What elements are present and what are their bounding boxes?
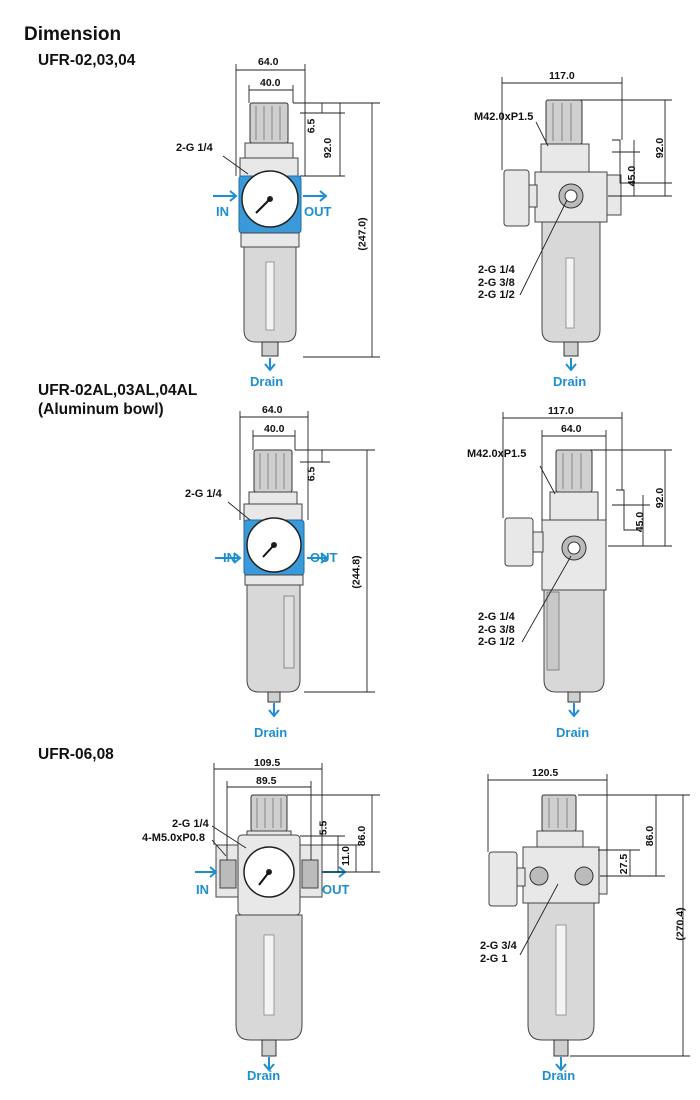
drain-label: Drain	[254, 725, 288, 740]
side-thread-label: M42.0xP1.5	[474, 111, 534, 123]
side-port-1: 2-G 1/4	[478, 611, 515, 623]
side-port-2: 2-G 1	[480, 952, 508, 965]
front-total-height-dim: (247.0)	[356, 217, 369, 251]
front-top-offset-dim: 5.5	[317, 820, 330, 836]
side-width-dim: 117.0	[549, 70, 575, 82]
model-label-3: UFR-06,08	[38, 746, 114, 763]
out-label: OUT	[322, 882, 350, 897]
out-label: OUT	[310, 550, 338, 565]
side-mount-dim: 45.0	[634, 511, 647, 533]
front-inner-width-dim: 40.0	[260, 77, 281, 89]
front-view-2	[215, 411, 375, 718]
drain-label: Drain	[250, 374, 284, 389]
in-label: IN	[216, 204, 229, 219]
side-view-3	[487, 774, 690, 1072]
side-ports-label: 2-G 1/4 2-G 3/8 2-G 1/2	[478, 611, 515, 649]
side-port-3: 2-G 1/2	[478, 289, 515, 301]
side-thread-label: M42.0xP1.5	[467, 448, 527, 460]
page-title: Dimension	[24, 24, 122, 45]
side-mount-dim: 45.0	[626, 165, 639, 187]
drain-label: Drain	[542, 1068, 576, 1083]
side-width-dim: 117.0	[548, 405, 574, 417]
front-top-offset-dim: 6.5	[305, 466, 318, 482]
front-width-dim: 109.5	[254, 757, 281, 769]
side-total-height-dim: (270.4)	[674, 907, 687, 941]
front-port-label: 2-G 1/4	[172, 818, 209, 830]
drain-label: Drain	[556, 725, 590, 740]
front-mid-height-dim: 11.0	[339, 846, 352, 866]
side-inner-width-dim: 64.0	[561, 423, 582, 435]
side-port-1: 2-G 1/4	[478, 264, 515, 276]
in-label: IN	[196, 882, 209, 897]
front-inner-width-dim: 40.0	[264, 423, 285, 435]
front-inner-width-dim: 89.5	[256, 775, 277, 787]
side-port-3: 2-G 1/2	[478, 636, 515, 648]
side-ports-label: 2-G 1/4 2-G 3/8 2-G 1/2	[478, 264, 515, 302]
side-port-2: 2-G 3/8	[478, 623, 515, 636]
front-upper-height-dim: 92.0	[322, 137, 335, 159]
front-top-offset-dim: 6.5	[305, 118, 318, 134]
side-view-2	[502, 412, 672, 718]
model-label-2: UFR-02AL,03AL,04AL	[38, 382, 198, 399]
side-ports-label: 2-G 3/4 2-G 1	[480, 940, 517, 965]
side-port-1: 2-G 3/4	[480, 940, 517, 952]
front-upper-height-dim: 86.0	[356, 825, 369, 847]
model-label-1: UFR-02,03,04	[38, 52, 136, 69]
side-port-2: 2-G 3/8	[478, 276, 515, 289]
side-height-dim: 86.0	[644, 825, 657, 847]
model-sublabel-2: (Aluminum bowl)	[38, 401, 164, 418]
in-label: IN	[223, 550, 236, 565]
front-port-label: 2-G 1/4	[185, 488, 222, 500]
front-total-height-dim: (244.8)	[350, 555, 363, 589]
front-width-dim: 64.0	[258, 56, 279, 68]
side-mount-dim: 27.5	[618, 853, 631, 875]
front-view-1	[213, 64, 380, 372]
front-screw-label: 4-M5.0xP0.8	[142, 832, 205, 844]
side-width-dim: 120.5	[532, 767, 559, 779]
drain-label: Drain	[247, 1068, 281, 1083]
front-port-label: 2-G 1/4	[176, 142, 213, 154]
front-view-3	[195, 763, 380, 1072]
side-height-dim: 92.0	[654, 137, 667, 159]
drain-label: Drain	[553, 374, 587, 389]
out-label: OUT	[304, 204, 332, 219]
side-height-dim: 92.0	[654, 487, 667, 509]
front-width-dim: 64.0	[262, 404, 283, 416]
side-view-1	[501, 77, 672, 372]
